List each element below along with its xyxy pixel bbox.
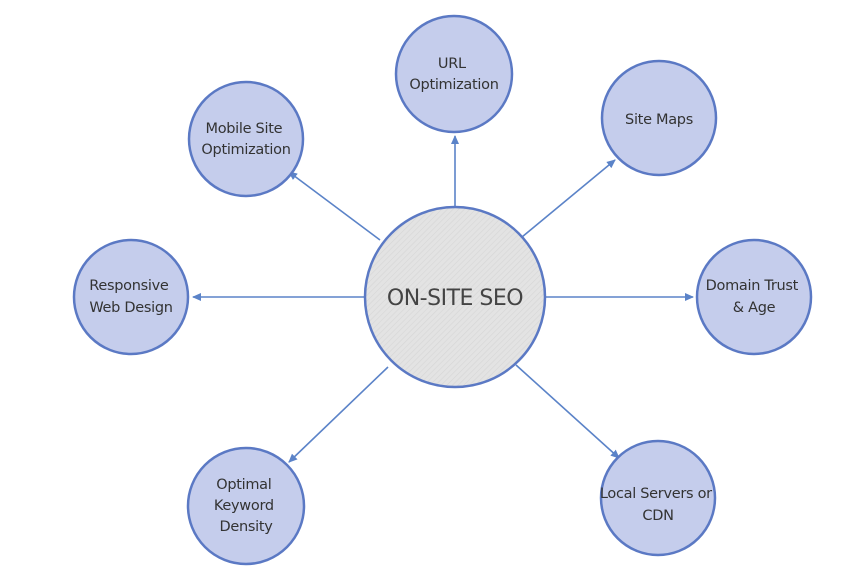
node-label-line: Site Maps [625, 112, 693, 128]
node-circle [394, 14, 514, 134]
node-local-servers-cdn: Local Servers or CDN [599, 439, 717, 557]
connector-mobile-site-optimization [288, 171, 381, 241]
center-node: ON-SITE SEO [363, 205, 547, 389]
node-label-line: CDN [642, 508, 673, 524]
node-label-line: Optimization [409, 77, 498, 93]
connectors [192, 135, 694, 463]
node-label-line: Web Design [89, 300, 172, 316]
node-label-line: Responsive [89, 278, 169, 294]
node-url-optimization: URL Optimization [394, 14, 514, 134]
node-label-line: URL [438, 56, 466, 72]
node-mobile-site-optimization: Mobile Site Optimization [187, 80, 305, 198]
node-site-maps: Site Maps [600, 59, 718, 177]
node-circle [72, 238, 190, 356]
node-label: Local Servers or CDN [600, 486, 716, 524]
node-label-line: Domain Trust [706, 278, 799, 294]
node-circle [599, 439, 717, 557]
node-circle [695, 238, 813, 356]
node-label-line: Keyword [214, 498, 274, 514]
node-label: URL Optimization [409, 56, 498, 93]
node-label-line: Density [219, 519, 273, 535]
node-label: Domain Trust & Age [706, 278, 803, 316]
node-circle [187, 80, 305, 198]
node-label-line: Optimal [216, 477, 271, 493]
node-label-line: Local Servers or [600, 486, 712, 502]
connector-local-servers-cdn [515, 364, 620, 459]
center-label: ON-SITE SEO [387, 286, 523, 311]
connector-site-maps [521, 159, 616, 238]
node-label-line: Mobile Site [205, 121, 282, 137]
node-circle [186, 446, 306, 566]
node-responsive-web-design: Responsive Web Design [72, 238, 190, 356]
node-domain-trust-age: Domain Trust & Age [695, 238, 813, 356]
node-label-line: Optimization [201, 142, 290, 158]
node-label-line: & Age [733, 300, 776, 316]
node-optimal-keyword-density: Optimal Keyword Density [186, 446, 306, 566]
node-label: Mobile Site Optimization [201, 121, 290, 158]
node-label: Site Maps [625, 112, 693, 128]
connector-optimal-keyword-density [288, 366, 389, 463]
node-label: Responsive Web Design [89, 278, 173, 316]
node-circle [600, 59, 718, 177]
node-label: Optimal Keyword Density [214, 477, 278, 535]
center-circle [363, 205, 547, 389]
